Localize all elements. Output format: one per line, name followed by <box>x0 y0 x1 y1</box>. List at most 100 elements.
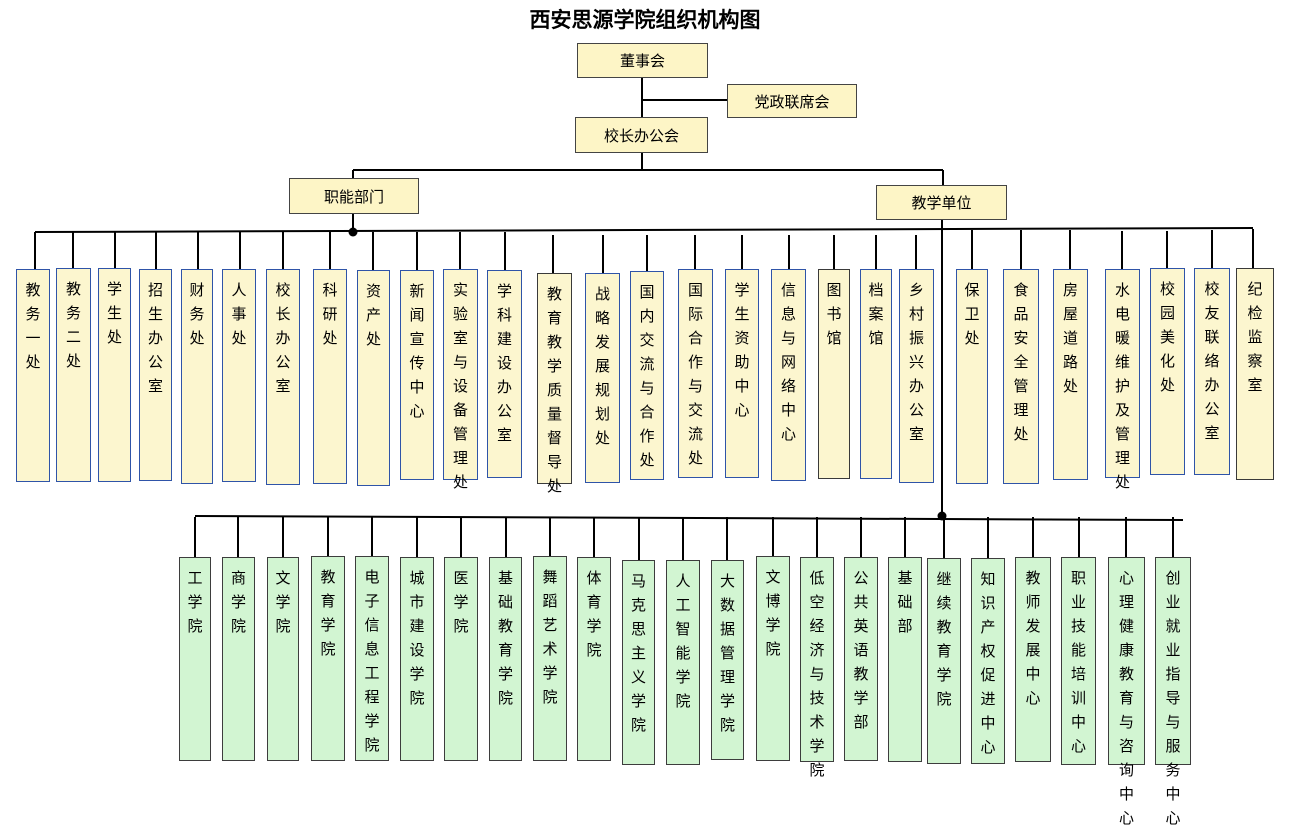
vbox-char: 理 <box>1118 593 1134 611</box>
teaching-unit-box: 创业就业指导与服务中心 <box>1155 557 1191 827</box>
vbox-char: 水 <box>1114 281 1130 299</box>
vbox-char: 设 <box>496 354 512 372</box>
vbox-char: 及 <box>1114 401 1130 419</box>
vbox-char: 础 <box>497 593 513 611</box>
vbox-char: 促 <box>980 666 996 684</box>
vbox-char: 学 <box>453 593 469 611</box>
vbox-char: 学 <box>809 737 825 755</box>
functional-junction-dot <box>348 227 358 237</box>
vbox-char: 办 <box>908 377 924 395</box>
vbox-char: 品 <box>1013 305 1029 323</box>
vbox-char: 处 <box>1013 425 1029 443</box>
vbox-char: 经 <box>809 617 825 635</box>
vbox-char: 术 <box>542 640 558 658</box>
vbox-char: 城 <box>409 569 425 587</box>
vbox-char: 服 <box>1165 737 1181 755</box>
functional-unit-box: 招生办公室 <box>139 269 172 481</box>
teaching-bus-line <box>194 515 1184 521</box>
vbox-char: 心 <box>780 425 796 443</box>
vbox-char: 学 <box>496 282 512 300</box>
vbox-char: 文 <box>275 569 291 587</box>
vbox-char: 人 <box>675 572 691 590</box>
vbox-char: 校 <box>275 281 291 299</box>
functional-unit-box: 水电暖维护及管理处 <box>1105 269 1140 491</box>
vbox-char: 与 <box>1165 713 1181 731</box>
vbox-char: 育 <box>1118 689 1134 707</box>
vbox-char: 院 <box>409 689 425 707</box>
vbox-char: 科 <box>322 281 338 299</box>
vbox-char: 校 <box>1204 280 1220 298</box>
vbox-char: 博 <box>765 592 781 610</box>
teaching-unit-box: 舞蹈艺术学院 <box>533 556 567 761</box>
vbox-char: 院 <box>497 689 513 707</box>
vbox-char: 管 <box>1114 425 1130 443</box>
vbox-char: 学 <box>675 668 691 686</box>
vbox-char: 蹈 <box>542 592 558 610</box>
vbox-char: 学 <box>187 593 203 611</box>
vbox-char: 实 <box>452 281 468 299</box>
vbox-char: 学 <box>853 689 869 707</box>
vbox-char: 心 <box>1165 809 1181 827</box>
functional-unit-box: 食品安全管理处 <box>1003 269 1039 484</box>
vbox-char: 公 <box>275 353 291 371</box>
teaching-unit-box: 文博学院 <box>756 556 790 761</box>
vbox-char: 技 <box>809 689 825 707</box>
vbox-char: 学 <box>364 712 380 730</box>
vbox-char: 马 <box>630 572 646 590</box>
vbox-char: 继 <box>936 570 952 588</box>
vbox-char: 处 <box>1159 376 1175 394</box>
functional-unit-box: 校园美化处 <box>1150 268 1185 475</box>
vbox-char: 流 <box>687 425 703 443</box>
vbox-char: 与 <box>452 353 468 371</box>
vbox-char: 院 <box>230 617 246 635</box>
vbox-char: 建 <box>496 330 512 348</box>
vbox-char: 管 <box>719 644 735 662</box>
vbox-char: 展 <box>594 357 610 375</box>
teaching-unit-box: 教育学院 <box>311 556 345 761</box>
teaching-unit-box: 基础部 <box>888 557 922 762</box>
functional-unit-box: 房屋道路处 <box>1053 269 1088 480</box>
vbox-char: 乡 <box>908 281 924 299</box>
vbox-char: 处 <box>639 451 655 469</box>
vbox-char: 交 <box>639 331 655 349</box>
vbox-char: 心 <box>980 738 996 756</box>
vbox-char: 护 <box>1114 377 1130 395</box>
vbox-char: 教 <box>546 333 562 351</box>
functional-unit-box: 新闻宣传中心 <box>400 270 434 480</box>
vbox-char: 工 <box>187 569 203 587</box>
vbox-char: 暖 <box>1114 329 1130 347</box>
vbox-char: 学 <box>630 692 646 710</box>
vbox-char: 长 <box>275 305 291 323</box>
vbox-char: 能 <box>1070 641 1086 659</box>
vbox-char: 招 <box>147 281 163 299</box>
vbox-char: 联 <box>1204 328 1220 346</box>
vbox-char: 信 <box>780 281 796 299</box>
vbox-char: 规 <box>594 381 610 399</box>
vbox-char: 设 <box>409 641 425 659</box>
vbox-char: 公 <box>908 401 924 419</box>
vbox-char: 指 <box>1165 665 1181 683</box>
vbox-char: 英 <box>853 617 869 635</box>
teaching-unit-box: 继续教育学院 <box>927 558 961 764</box>
vbox-char: 教 <box>853 665 869 683</box>
vbox-char: 室 <box>908 425 924 443</box>
vbox-char: 教 <box>25 281 41 299</box>
vbox-char: 纪 <box>1247 280 1263 298</box>
vbox-char: 术 <box>809 713 825 731</box>
vbox-char: 院 <box>542 688 558 706</box>
teaching-unit-box: 大数据管理学院 <box>711 560 744 760</box>
party-committee-node: 党政联席会 <box>727 84 857 118</box>
vbox-char: 交 <box>687 401 703 419</box>
teaching-unit-box: 工学院 <box>179 557 211 761</box>
vbox-char: 训 <box>1070 689 1086 707</box>
vbox-char: 文 <box>765 568 781 586</box>
vbox-char: 学 <box>586 617 602 635</box>
vbox-char: 校 <box>1159 280 1175 298</box>
vbox-char: 院 <box>809 761 825 779</box>
vbox-char: 建 <box>409 617 425 635</box>
vbox-char: 院 <box>765 640 781 658</box>
vbox-char: 务 <box>25 305 41 323</box>
teaching-unit-box: 教师发展中心 <box>1015 557 1051 762</box>
vbox-char: 室 <box>147 377 163 395</box>
vbox-char: 院 <box>630 716 646 734</box>
